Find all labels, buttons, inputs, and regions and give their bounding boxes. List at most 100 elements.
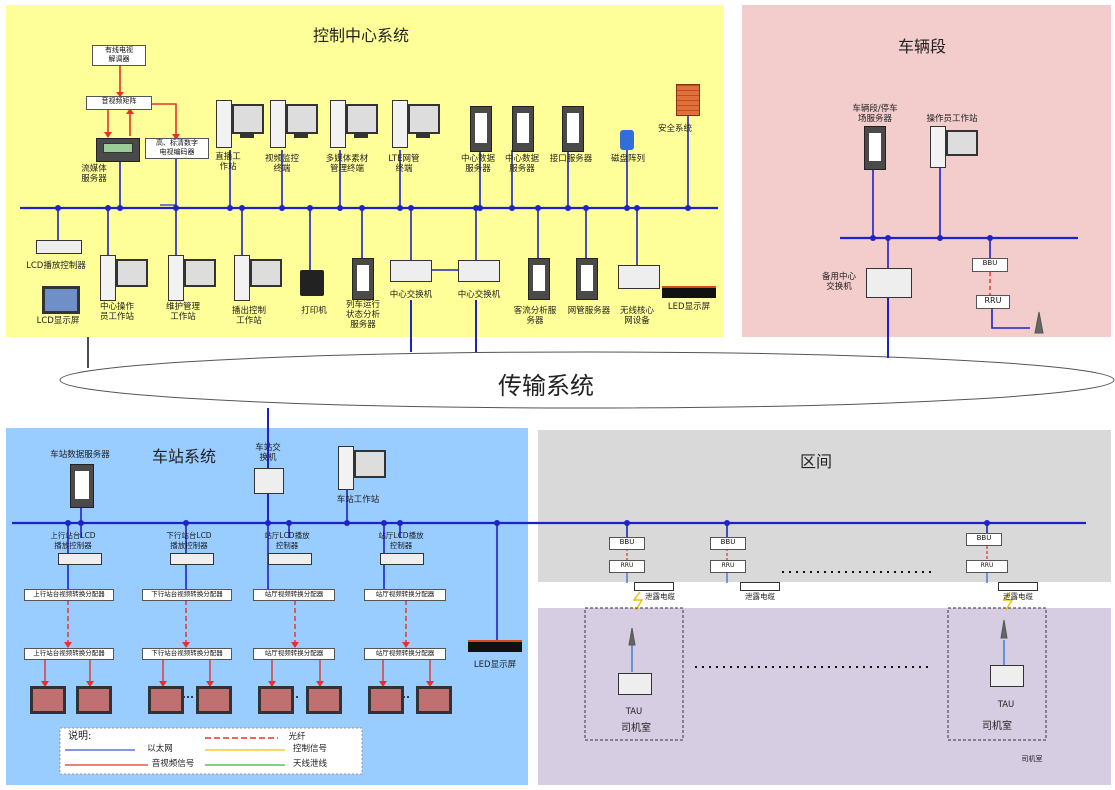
depot-rru: RRU xyxy=(976,295,1010,309)
dist-hall1-1: 站厅视频转换分配器 xyxy=(253,589,335,601)
lcd-screen-icon xyxy=(306,686,342,714)
interface-server-label: 接口服务器 xyxy=(549,154,593,164)
multimedia-terminal-label: 多媒体素材 管理终端 xyxy=(325,154,369,174)
nm-server-label: 网管服务器 xyxy=(567,306,611,316)
nm-server-icon xyxy=(576,258,598,300)
hd-encoder: 高、标清数字 电视编码器 xyxy=(145,138,209,159)
operator-ws-icon xyxy=(100,255,148,301)
center-switch-1-icon xyxy=(390,260,432,282)
backup-switch-label: 备用中心 交换机 xyxy=(821,272,856,292)
printer-label: 打印机 xyxy=(301,306,327,316)
leaky-cable-2-icon xyxy=(740,582,780,591)
legend-control: 控制信号 xyxy=(292,744,327,754)
tau-1-icon xyxy=(618,673,652,695)
cab-left-label: 司机室 xyxy=(621,723,651,734)
transport-ellipse xyxy=(59,351,1115,409)
leaky-cable-2-label: 泄露电缆 xyxy=(745,592,775,601)
depot-server-label: 车辆段/停车 场服务器 xyxy=(852,104,898,124)
passenger-flow-server-label: 客流分析服 务器 xyxy=(513,306,557,326)
ctrl-hall2-label: 站厅LCD播放 控制器 xyxy=(378,531,424,550)
operator-ws-label: 中心操作 员工作站 xyxy=(99,302,134,322)
legend-box xyxy=(59,727,363,775)
station-led-label: LED显示屏 xyxy=(473,660,517,670)
legend-fiber: 光纤 xyxy=(288,732,306,742)
depot-region xyxy=(742,5,1111,337)
ctrl-up-icon xyxy=(58,553,102,565)
backup-switch-icon xyxy=(866,268,912,298)
dist-down-2: 下行站台视频转换分配器 xyxy=(142,648,232,660)
lcd-screen-icon xyxy=(42,286,80,314)
dist-hall1-2: 站厅视频转换分配器 xyxy=(253,648,335,660)
leaky-cable-1-label: 泄露电缆 xyxy=(645,592,675,601)
ctrl-hall1-icon xyxy=(268,553,312,565)
leaky-cable-1-icon xyxy=(634,582,674,591)
cab-right-label: 司机室 xyxy=(982,721,1012,732)
maintenance-ws-icon xyxy=(168,255,216,301)
firewall-icon xyxy=(676,84,700,116)
station-ws-label: 车站工作站 xyxy=(336,495,380,505)
interval-region xyxy=(538,430,1111,582)
legend-ethernet: 以太网 xyxy=(147,744,173,754)
dist-up-2: 上行站台视频转换分配器 xyxy=(24,648,114,660)
ctrl-up-label: 上行站台LCD 播放控制器 xyxy=(50,531,96,550)
leaky-cable-3-icon xyxy=(998,582,1038,591)
multimedia-terminal-icon xyxy=(330,100,378,148)
depot-operator-ws-label: 操作员工作站 xyxy=(926,114,978,124)
interval-rru-2: RRU xyxy=(710,560,746,573)
dist-hall2-2: 站厅视频转换分配器 xyxy=(364,648,446,660)
lcd-screen-icon xyxy=(76,686,112,714)
control-center-title: 控制中心系统 xyxy=(313,26,410,45)
lcd-screen-icon xyxy=(196,686,232,714)
station-led-icon xyxy=(468,640,522,652)
dist-up-1: 上行站台视频转换分配器 xyxy=(24,589,114,601)
maintenance-ws-label: 维护管理 工作站 xyxy=(165,302,200,322)
legend-av: 音视频信号 xyxy=(151,759,195,769)
interval-bbu-3: BBU xyxy=(966,533,1002,546)
interval-bbu-2: BBU xyxy=(710,537,746,550)
playout-ws-icon xyxy=(234,255,282,301)
led-display-icon xyxy=(662,286,716,298)
depot-bbu: BBU xyxy=(972,258,1008,272)
lte-terminal-icon xyxy=(392,100,440,148)
interval-title: 区间 xyxy=(800,452,833,471)
center-data-server-2-icon xyxy=(512,106,534,152)
printer-icon xyxy=(300,270,324,296)
wireless-core-icon xyxy=(618,265,660,289)
streaming-server-label: 流媒体 服务器 xyxy=(81,164,107,184)
lcd-screen-label: LCD显示屏 xyxy=(36,316,80,326)
depot-title: 车辆段 xyxy=(898,37,947,56)
streaming-server-icon xyxy=(96,138,140,162)
station-data-server-label: 车站数据服务器 xyxy=(50,450,110,460)
tau-2-label: TAU xyxy=(997,700,1015,710)
station-switch-label: 车站交 换机 xyxy=(255,443,281,463)
ctrl-hall2-icon xyxy=(380,553,424,565)
wireless-core-label: 无线核心 网设备 xyxy=(619,306,654,326)
legend-antenna: 天线泄线 xyxy=(292,759,327,769)
led-display-label: LED显示屏 xyxy=(667,302,711,312)
depot-operator-ws-icon xyxy=(930,126,978,168)
center-data-server-1-icon xyxy=(470,106,492,152)
center-data-server-1-label: 中心数据 服务器 xyxy=(460,154,495,174)
legend-title: 说明: xyxy=(68,731,92,742)
disk-array-label: 磁盘阵列 xyxy=(610,154,645,164)
dist-hall2-1: 站厅视频转换分配器 xyxy=(364,589,446,601)
depot-server-icon xyxy=(864,126,886,170)
center-switch-1-label: 中心交换机 xyxy=(389,290,433,300)
tau-1-label: TAU xyxy=(625,707,643,717)
security-system-label: 安全系统 xyxy=(657,124,692,134)
station-switch-icon xyxy=(254,468,284,494)
lcd-screen-icon xyxy=(368,686,404,714)
cable-tv-demodulator: 有线电视 解调器 xyxy=(92,45,146,66)
video-monitor-terminal-label: 视频监控 终端 xyxy=(264,154,299,174)
lcd-screen-icon xyxy=(30,686,66,714)
interval-rru-3: RRU xyxy=(966,560,1008,573)
disk-array-icon xyxy=(620,130,634,150)
ctrl-down-label: 下行站台LCD 播放控制器 xyxy=(166,531,212,550)
lcd-screen-icon xyxy=(258,686,294,714)
dist-down-1: 下行站台视频转换分配器 xyxy=(142,589,232,601)
ctrl-hall1-label: 站厅LCD播放 控制器 xyxy=(264,531,310,550)
lcd-screen-icon xyxy=(148,686,184,714)
station-title: 车站系统 xyxy=(152,447,217,466)
tau-2-icon xyxy=(990,665,1024,687)
